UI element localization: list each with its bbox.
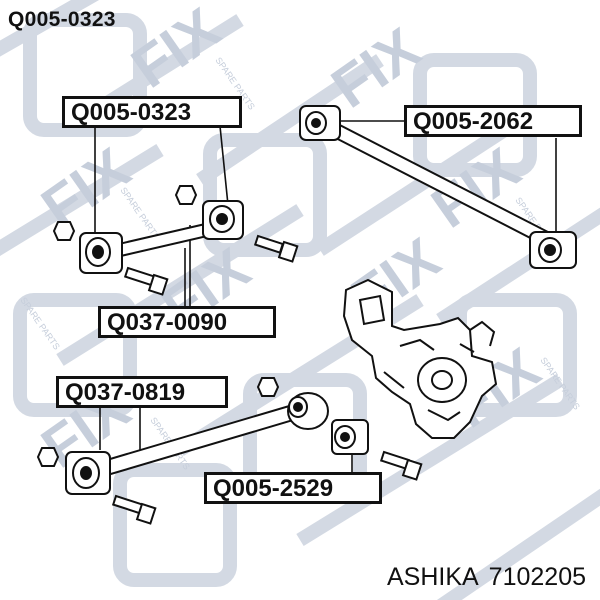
bushing-lower-right [287, 392, 329, 430]
knuckle-assembly [342, 278, 498, 439]
header-part-code: Q005-0323 [8, 8, 116, 31]
bushing-right-inner [202, 200, 244, 240]
footer-part-number: 7102205 [488, 563, 586, 591]
lateral-link-right [299, 105, 577, 269]
nut [36, 447, 60, 467]
bushing-lower-left [65, 451, 111, 495]
bushing-left-inner [79, 232, 123, 274]
bolt-middle [123, 266, 169, 296]
bolt-right [379, 450, 423, 481]
watermark-tagline: SPARE PARTS [118, 185, 161, 241]
bolts [111, 234, 423, 525]
footer-label: ASHIKA 7102205 [387, 563, 586, 592]
control-arm-lower [65, 392, 329, 495]
nut [52, 221, 76, 241]
footer-brand: ASHIKA [386, 563, 479, 591]
nuts [36, 185, 280, 467]
bolt-upper [253, 234, 299, 263]
control-arm-upper-left [79, 200, 244, 274]
bushing-separate [331, 419, 369, 455]
bushing-link-right [529, 231, 577, 269]
callout-q005-2529: Q005-2529 [204, 472, 382, 504]
callout-q005-0323: Q005-0323 [62, 96, 242, 128]
nut [174, 185, 198, 205]
callout-q005-2062: Q005-2062 [404, 105, 582, 137]
nut [256, 377, 280, 397]
callout-q037-0090: Q037-0090 [98, 306, 276, 338]
bushing-link-left [299, 105, 341, 141]
callout-q037-0819: Q037-0819 [56, 376, 228, 408]
bolt-lower [111, 494, 157, 525]
